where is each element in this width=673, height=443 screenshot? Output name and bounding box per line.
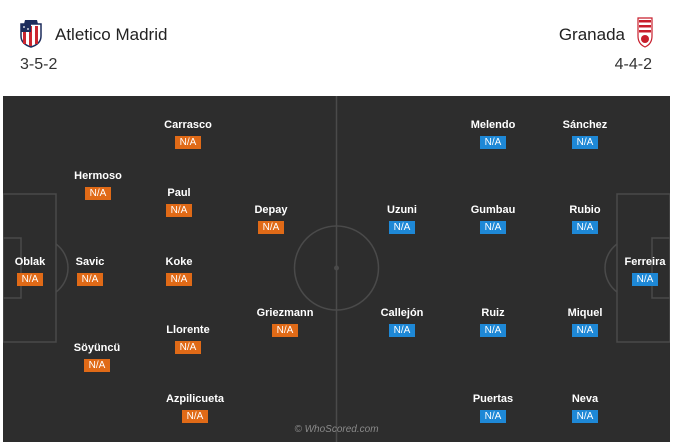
player-llorente[interactable]: Llorente N/A: [148, 324, 228, 355]
player-rating-badge: N/A: [572, 410, 598, 423]
player-name: Gumbau: [470, 204, 516, 216]
granada-crest-icon: [635, 16, 655, 53]
player-name: Llorente: [166, 324, 210, 336]
player-savic[interactable]: Savic N/A: [50, 256, 130, 287]
pitch: Oblak N/A Hermoso N/A Savic N/A Söyüncü …: [3, 96, 670, 442]
player-rating-badge: N/A: [17, 273, 43, 286]
player-neva[interactable]: Neva N/A: [545, 393, 625, 424]
player-rating-badge: N/A: [480, 221, 506, 234]
player-hermoso[interactable]: Hermoso N/A: [58, 170, 138, 201]
player-azpilicueta[interactable]: Azpilicueta N/A: [155, 393, 235, 424]
player-rating-badge: N/A: [272, 324, 298, 337]
player-sanchez[interactable]: Sánchez N/A: [545, 119, 625, 150]
pitch-markings: [3, 96, 670, 442]
match-header: Atletico Madrid 3-5-2 Granada 4-4-2: [0, 0, 673, 92]
player-rating-badge: N/A: [182, 410, 208, 423]
player-name: Miquel: [567, 307, 603, 319]
player-rating-badge: N/A: [389, 221, 415, 234]
player-soyuncu[interactable]: Söyüncü N/A: [57, 342, 137, 373]
home-team-name[interactable]: Atletico Madrid: [55, 25, 168, 44]
player-rating-badge: N/A: [77, 273, 103, 286]
player-rating-badge: N/A: [85, 187, 111, 200]
player-name: Oblak: [14, 256, 46, 268]
player-name: Savic: [75, 256, 105, 268]
player-koke[interactable]: Koke N/A: [139, 256, 219, 287]
player-melendo[interactable]: Melendo N/A: [453, 119, 533, 150]
player-name: Melendo: [470, 119, 516, 131]
player-callejon[interactable]: Callejón N/A: [362, 307, 442, 338]
player-name: Koke: [165, 256, 193, 268]
atletico-madrid-crest-icon: [19, 18, 43, 53]
player-name: Rubio: [569, 204, 601, 216]
player-griezmann[interactable]: Griezmann N/A: [245, 307, 325, 338]
player-puertas[interactable]: Puertas N/A: [453, 393, 533, 424]
away-formation: 4-4-2: [614, 56, 652, 73]
player-name: Hermoso: [74, 170, 122, 182]
player-oblak[interactable]: Oblak N/A: [3, 256, 70, 287]
player-uzuni[interactable]: Uzuni N/A: [362, 204, 442, 235]
player-name: Azpilicueta: [165, 393, 225, 405]
player-name: Griezmann: [256, 307, 314, 319]
player-carrasco[interactable]: Carrasco N/A: [148, 119, 228, 150]
player-ruiz[interactable]: Ruiz N/A: [453, 307, 533, 338]
player-rating-badge: N/A: [480, 324, 506, 337]
player-rating-badge: N/A: [632, 273, 658, 286]
player-name: Uzuni: [387, 204, 417, 216]
player-rating-badge: N/A: [389, 324, 415, 337]
player-gumbau[interactable]: Gumbau N/A: [453, 204, 533, 235]
player-rubio[interactable]: Rubio N/A: [545, 204, 625, 235]
player-rating-badge: N/A: [572, 324, 598, 337]
player-paul[interactable]: Paul N/A: [139, 187, 219, 218]
player-rating-badge: N/A: [480, 136, 506, 149]
player-rating-badge: N/A: [84, 359, 110, 372]
player-miquel[interactable]: Miquel N/A: [545, 307, 625, 338]
player-name: Carrasco: [164, 119, 212, 131]
player-name: Puertas: [472, 393, 514, 405]
player-name: Ferreira: [624, 256, 666, 268]
player-depay[interactable]: Depay N/A: [231, 204, 311, 235]
player-ferreira[interactable]: Ferreira N/A: [605, 256, 670, 287]
player-name: Callejón: [380, 307, 424, 319]
player-rating-badge: N/A: [175, 136, 201, 149]
player-rating-badge: N/A: [572, 136, 598, 149]
away-team-name[interactable]: Granada: [558, 25, 625, 44]
player-rating-badge: N/A: [166, 204, 192, 217]
player-name: Söyüncü: [73, 342, 121, 354]
player-rating-badge: N/A: [572, 221, 598, 234]
player-rating-badge: N/A: [258, 221, 284, 234]
player-rating-badge: N/A: [175, 341, 201, 354]
player-name: Paul: [167, 187, 191, 199]
player-rating-badge: N/A: [166, 273, 192, 286]
player-name: Depay: [254, 204, 288, 216]
player-name: Neva: [571, 393, 599, 405]
player-name: Ruiz: [481, 307, 505, 319]
home-formation: 3-5-2: [20, 56, 58, 73]
player-rating-badge: N/A: [480, 410, 506, 423]
player-name: Sánchez: [562, 119, 608, 131]
whoscored-watermark: © WhoScored.com: [294, 424, 379, 435]
